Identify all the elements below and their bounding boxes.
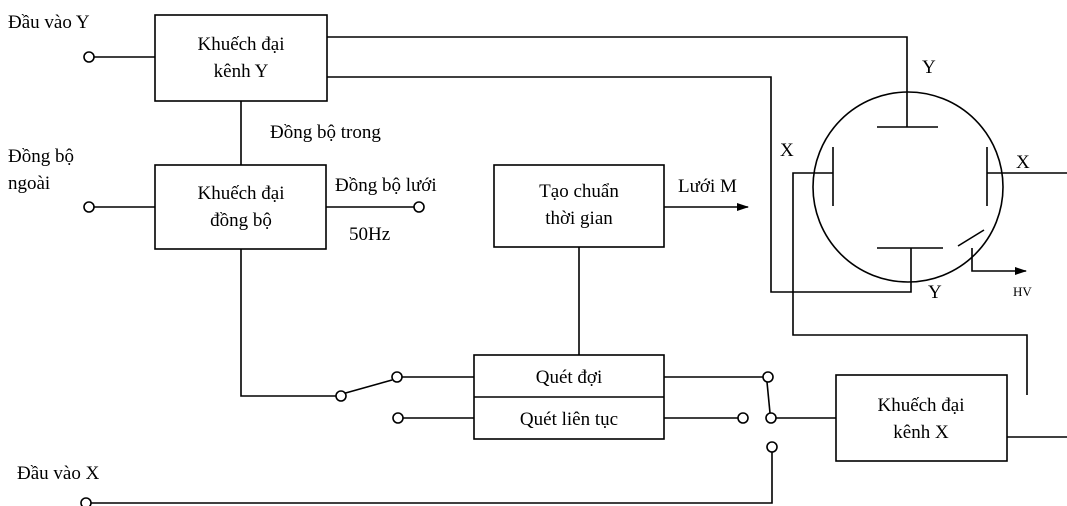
label-plate-x-left: X xyxy=(780,140,794,161)
terminal-switch-1-a xyxy=(391,371,403,383)
hv-anode xyxy=(957,229,985,247)
switch-2-arm xyxy=(766,381,771,414)
block-sweep: Quét đợi Quét liên tục xyxy=(473,354,665,440)
terminal-switch-2-c xyxy=(766,441,778,453)
terminal-external-sync xyxy=(83,201,95,213)
amp-x-label-1: Khuếch đại xyxy=(877,395,964,416)
label-grid-m: Lưới M xyxy=(678,176,737,197)
amp-sync-label-1: Khuếch đại xyxy=(197,183,284,204)
sweep-triggered-label: Quét đợi xyxy=(536,367,603,388)
label-sync-internal: Đồng bộ trong xyxy=(270,122,381,143)
crt-tube xyxy=(812,91,1004,283)
time-base-label-1: Tạo chuẩn xyxy=(539,181,619,202)
amp-sync-label-2: đồng bộ xyxy=(210,210,272,231)
label-hv: HV xyxy=(1013,284,1032,299)
terminal-switch-2-common xyxy=(765,412,777,424)
wire-hv-lead xyxy=(971,248,1027,275)
block-amp-y: Khuếch đại kênh Y xyxy=(154,14,328,102)
label-mains-freq: 50Hz xyxy=(349,224,390,245)
label-sync-external-1: Đồng bộ xyxy=(8,146,74,167)
label-input-x: Đầu vào X xyxy=(17,463,100,484)
terminal-input-y xyxy=(83,51,95,63)
amp-y-label-2: kênh Y xyxy=(214,61,269,82)
amp-x-label-2: kênh X xyxy=(893,422,949,443)
label-plate-y-bottom: Y xyxy=(928,282,942,303)
switch-1-arm xyxy=(341,379,393,395)
terminal-switch-1-b xyxy=(392,412,404,424)
label-sync-mains: Đồng bộ lưới xyxy=(335,175,437,196)
block-amp-x: Khuếch đại kênh X xyxy=(835,374,1008,462)
wires xyxy=(89,36,1067,504)
label-sync-external-2: ngoài xyxy=(8,173,50,194)
block-time-base: Tạo chuẩn thời gian xyxy=(493,164,665,248)
sweep-continuous-label: Quét liên tục xyxy=(520,409,618,430)
terminal-switch-2-b xyxy=(737,412,749,424)
wire-amp-y-to-top-plate xyxy=(327,36,908,127)
wire-amp-y-to-bottom-plate xyxy=(327,76,912,293)
terminal-mains-sync xyxy=(413,201,425,213)
wire-input-x xyxy=(89,452,773,504)
terminal-switch-2-a xyxy=(762,371,774,383)
terminal-input-x xyxy=(80,497,92,506)
label-plate-y-top: Y xyxy=(922,57,936,78)
label-plate-x-right: X xyxy=(1016,152,1030,173)
label-input-y: Đầu vào Y xyxy=(8,12,90,33)
terminal-switch-1-common xyxy=(335,390,347,402)
block-amp-sync: Khuếch đại đồng bộ xyxy=(154,164,327,250)
terminals xyxy=(80,51,778,506)
time-base-label-2: thời gian xyxy=(545,208,613,229)
amp-y-label-1: Khuếch đại xyxy=(197,34,284,55)
wire-amp-sync-to-switch xyxy=(240,249,337,397)
wire-amp-x-to-left-plate xyxy=(792,172,1028,395)
labels: Đầu vào Y Đồng bộ ngoài Đồng bộ trong Đồ… xyxy=(8,12,1032,484)
